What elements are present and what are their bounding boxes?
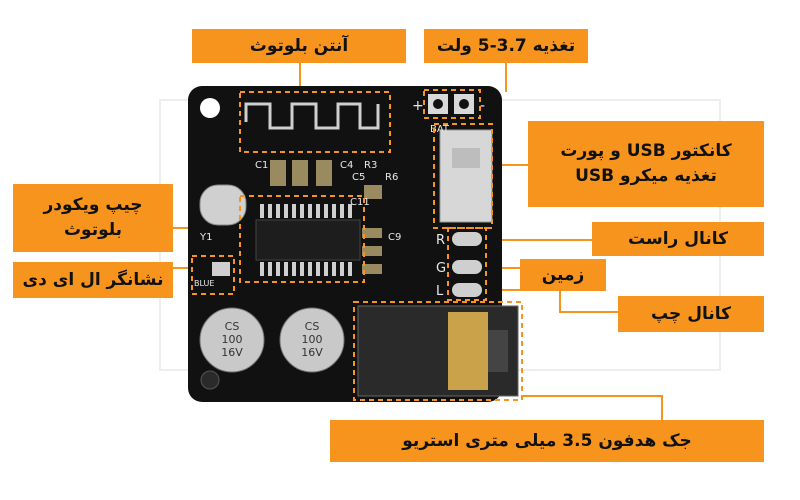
pad-right (452, 232, 482, 246)
capacitor-2 (279, 307, 345, 373)
silkscreen: + - BAT C1 C4 C5 R3 R6 C11 C9 R G L Y1 B… (194, 98, 485, 299)
silk-y1: Y1 (199, 232, 212, 243)
label-jack-text: جک هدفون 3.5 میلی متری استریو (402, 430, 692, 451)
label-decoder: چیپ ویکودر بلوتوث (13, 184, 173, 252)
box-power (423, 89, 481, 119)
label-usb: کانکتور USB و پورت تغذیه میکرو USB (528, 121, 764, 207)
pad-left (452, 283, 482, 297)
silk-l: L (436, 284, 444, 299)
silk-g: G (436, 261, 446, 276)
silk-blue: BLUE (194, 279, 214, 288)
silk-c4: C4 (340, 160, 353, 171)
silk-c5: C5 (352, 172, 365, 183)
cap2-text-c: 16V (301, 346, 323, 359)
smd-component (270, 160, 286, 186)
silk-minus: - (480, 98, 485, 114)
pcb: + - BAT C1 C4 C5 R3 R6 C11 C9 R G L Y1 B… (188, 86, 519, 402)
box-decoder (239, 195, 365, 283)
box-outputs (447, 227, 487, 301)
cap2-text-b: 100 (302, 333, 323, 346)
label-led-text: نشانگر ال ای دی (22, 269, 164, 290)
cap2-text-a: CS (305, 320, 320, 333)
cap1-text-b: 100 (222, 333, 243, 346)
cap1-text-c: 16V (221, 346, 243, 359)
silk-r3: R3 (364, 160, 377, 171)
label-decoder-line2: بلوتوث (63, 220, 123, 240)
silk-plus: + (412, 98, 424, 114)
mount-hole (200, 370, 220, 390)
label-led: نشانگر ال ای دی (13, 262, 173, 298)
highlight-boxes (191, 89, 523, 401)
jack-opening (488, 330, 508, 372)
smd-component (292, 160, 308, 186)
box-led (191, 255, 235, 295)
box-antenna (239, 91, 391, 153)
label-usb-line1: کانکتور USB و پورت (560, 141, 732, 162)
silk-c9: C9 (388, 232, 401, 243)
smd-component (316, 160, 332, 186)
silk-r6: R6 (385, 172, 398, 183)
label-left-channel-text: کانال چپ (651, 303, 731, 324)
smd-component (362, 264, 382, 274)
chip-pins (260, 204, 352, 276)
label-right-channel: کانال راست (592, 222, 764, 256)
label-antenna-text: آنتن بلوتوث (249, 35, 349, 56)
mount-hole (200, 98, 220, 118)
silk-r: R (436, 233, 445, 248)
label-antenna: آنتن بلوتوث (192, 29, 406, 63)
box-usb (433, 123, 493, 229)
pad-hole (433, 99, 443, 109)
label-jack: جک هدفون 3.5 میلی متری استریو (330, 420, 764, 462)
label-ground-text: زمین (541, 264, 585, 285)
label-usb-line2: تغذیه میکرو USB (575, 166, 717, 186)
led (212, 262, 230, 276)
label-power: تغذیه 3.7-5 ولت (424, 29, 588, 63)
decoder-chip (255, 219, 361, 261)
label-power-text: تغذیه 3.7-5 ولت (436, 35, 576, 56)
usb-opening (452, 148, 480, 168)
silk-bat: BAT (430, 124, 450, 135)
jack-contact (448, 312, 488, 390)
label-ground: زمین (520, 259, 606, 291)
smd-component (362, 228, 382, 238)
capacitor-markings: CS 100 16V CS 100 16V (221, 320, 323, 359)
label-right-channel-text: کانال راست (627, 228, 729, 249)
pad-hole (459, 99, 469, 109)
smd-component (362, 246, 382, 256)
label-decoder-line1: چیپ ویکودر (43, 195, 143, 216)
antenna-trace (244, 102, 380, 130)
box-jack (353, 301, 523, 401)
silk-c1: C1 (255, 160, 268, 171)
leader-jack (522, 395, 663, 420)
pad-ground (452, 260, 482, 274)
smd-component (364, 185, 382, 199)
cap1-text-a: CS (225, 320, 240, 333)
micro-usb-port (439, 129, 493, 223)
label-left-channel: کانال چپ (618, 296, 764, 332)
capacitor-1 (199, 307, 265, 373)
silk-c11: C11 (350, 197, 370, 208)
crystal (199, 184, 247, 226)
